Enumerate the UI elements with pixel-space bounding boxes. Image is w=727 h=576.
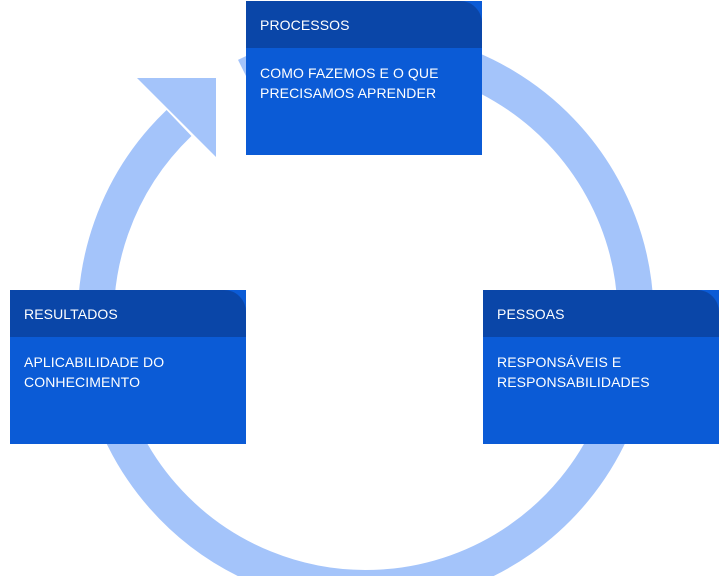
card-resultados-body: APLICABILIDADE DO CONHECIMENTO <box>10 337 246 392</box>
card-pessoas-body-line-2: RESPONSABILIDADES <box>497 374 650 390</box>
card-resultados-body-line-1: APLICABILIDADE DO <box>24 354 165 370</box>
card-pessoas-title: PESSOAS <box>483 290 719 337</box>
card-processos-body-line-2: PRECISAMOS APRENDER <box>260 85 437 101</box>
card-resultados-body-line-2: CONHECIMENTO <box>24 374 141 390</box>
card-pessoas-body-line-1: RESPONSÁVEIS E <box>497 354 622 370</box>
card-processos-body: COMO FAZEMOS E O QUE PRECISAMOS APRENDER <box>246 48 482 103</box>
card-resultados: RESULTADOS APLICABILIDADE DO CONHECIMENT… <box>10 290 246 444</box>
card-processos: PROCESSOS COMO FAZEMOS E O QUE PRECISAMO… <box>246 1 482 155</box>
card-pessoas-body: RESPONSÁVEIS E RESPONSABILIDADES <box>483 337 719 392</box>
card-pessoas: PESSOAS RESPONSÁVEIS E RESPONSABILIDADES <box>483 290 719 444</box>
card-processos-body-line-1: COMO FAZEMOS E O QUE <box>260 65 439 81</box>
card-resultados-title: RESULTADOS <box>10 290 246 337</box>
cycle-arrow-head <box>137 78 216 157</box>
card-processos-title: PROCESSOS <box>246 1 482 48</box>
